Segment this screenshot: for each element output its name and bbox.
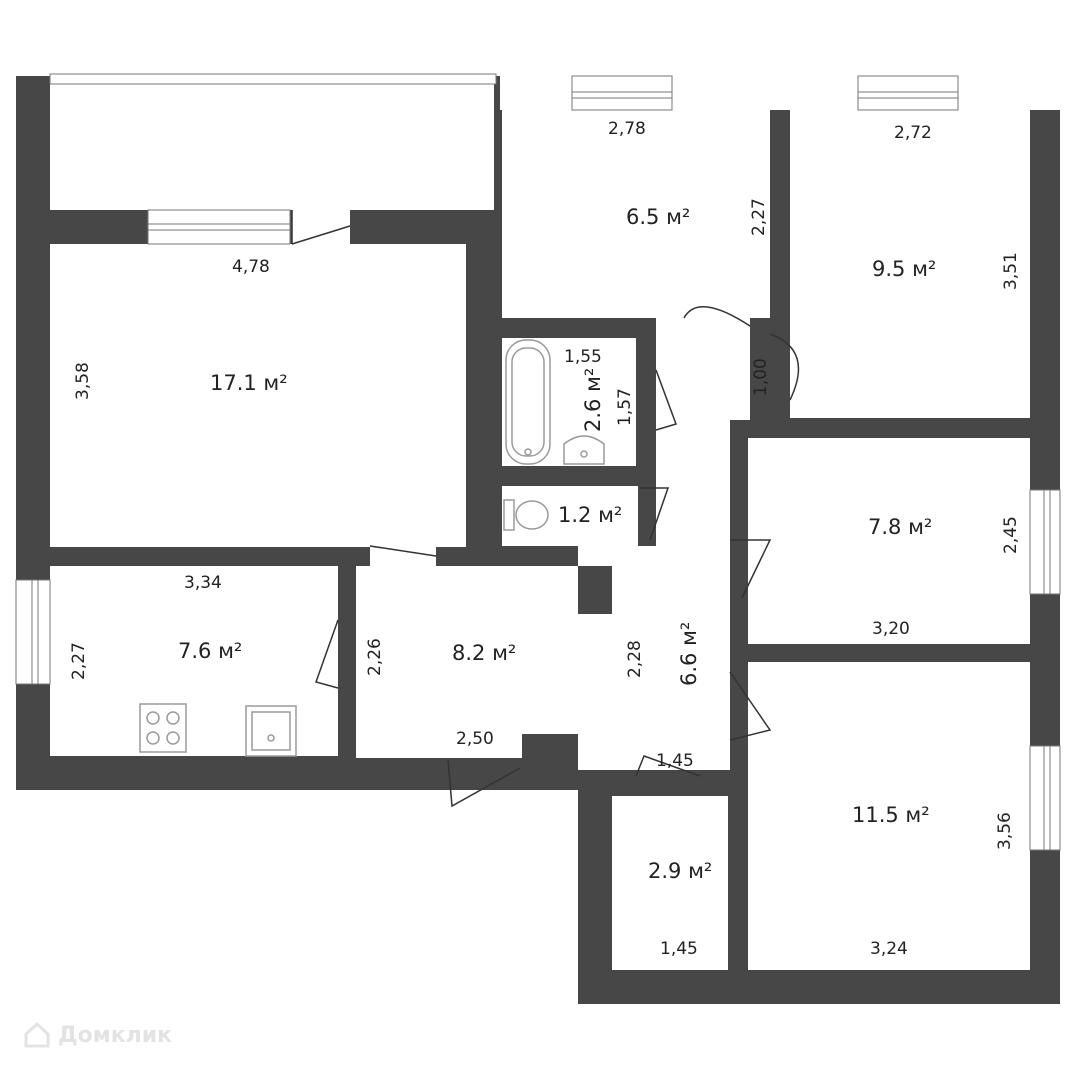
dimension-label: 3,56 bbox=[995, 812, 1015, 850]
kitchen-sink-icon bbox=[245, 705, 297, 757]
sink-icon bbox=[563, 435, 605, 465]
dimension-label: 1,45 bbox=[656, 751, 694, 771]
room-9-5-floor bbox=[790, 110, 1030, 418]
area-label: 6.6 м² bbox=[677, 622, 701, 686]
room-7-8-floor bbox=[748, 438, 1030, 644]
dimension-label: 3,58 bbox=[73, 362, 93, 400]
inner-walls bbox=[338, 338, 748, 672]
area-label: 2.6 м² bbox=[581, 368, 605, 432]
dimension-label: 2,28 bbox=[625, 640, 645, 678]
dimension-label: 1,45 bbox=[660, 939, 698, 959]
dimension-label: 2,50 bbox=[456, 729, 494, 749]
room-11-5-floor bbox=[748, 662, 1030, 970]
window-top-mid bbox=[571, 75, 673, 111]
dimension-label: 2,78 bbox=[608, 119, 646, 139]
dimension-label: 4,78 bbox=[232, 257, 270, 277]
dimension-label: 2,72 bbox=[894, 123, 932, 143]
living-room-floor bbox=[50, 244, 466, 547]
watermark-text: Домклик bbox=[58, 1022, 173, 1048]
living-window bbox=[147, 209, 291, 245]
toilet-icon bbox=[503, 499, 549, 531]
area-labels: 17.1 м² 6.5 м² 9.5 м² 2.6 м² 1.2 м² 7.8 … bbox=[178, 205, 936, 883]
window-kitchen bbox=[15, 579, 51, 685]
window-right-bottom bbox=[1029, 745, 1061, 851]
floors bbox=[50, 84, 1030, 970]
dimension-label: 3,51 bbox=[1001, 252, 1021, 290]
watermark: Домклик bbox=[22, 1020, 172, 1050]
dimension-label: 1,00 bbox=[751, 358, 771, 396]
area-label: 17.1 м² bbox=[210, 371, 288, 395]
storage-floor bbox=[612, 796, 728, 970]
hall-corridor-floor bbox=[356, 318, 750, 770]
dimension-label: 2,26 bbox=[365, 638, 385, 676]
area-label: 1.2 м² bbox=[558, 503, 622, 527]
area-label: 7.6 м² bbox=[178, 639, 242, 663]
area-label: 11.5 м² bbox=[852, 803, 930, 827]
stove-icon bbox=[139, 703, 187, 753]
area-label: 6.5 м² bbox=[626, 205, 690, 229]
balcony-window bbox=[49, 73, 497, 85]
dimension-labels: 4,78 3,58 2,78 2,27 2,72 3,51 1,55 1,57 … bbox=[69, 119, 1021, 959]
dimension-label: 3,24 bbox=[870, 939, 908, 959]
dimension-label: 3,34 bbox=[184, 573, 222, 593]
area-label: 9.5 м² bbox=[872, 257, 936, 281]
window-top-right bbox=[857, 75, 959, 111]
dimension-label: 2,45 bbox=[1001, 516, 1021, 554]
house-logo-icon bbox=[24, 1021, 50, 1048]
area-label: 7.8 м² bbox=[868, 515, 932, 539]
dimension-label: 3,20 bbox=[872, 619, 910, 639]
windows bbox=[15, 73, 1061, 851]
window-right-mid bbox=[1029, 489, 1061, 595]
dimension-label: 1,57 bbox=[615, 388, 635, 426]
balcony bbox=[50, 84, 494, 210]
fixtures bbox=[139, 339, 605, 757]
bathtub-icon bbox=[505, 339, 551, 465]
area-label: 8.2 м² bbox=[452, 641, 516, 665]
area-label: 2.9 м² bbox=[648, 859, 712, 883]
doors bbox=[291, 210, 800, 808]
dimension-label: 2,27 bbox=[749, 198, 769, 236]
dimension-label: 1,55 bbox=[564, 347, 602, 367]
dimension-label: 2,27 bbox=[69, 642, 89, 680]
room-6-5-floor bbox=[502, 110, 770, 318]
